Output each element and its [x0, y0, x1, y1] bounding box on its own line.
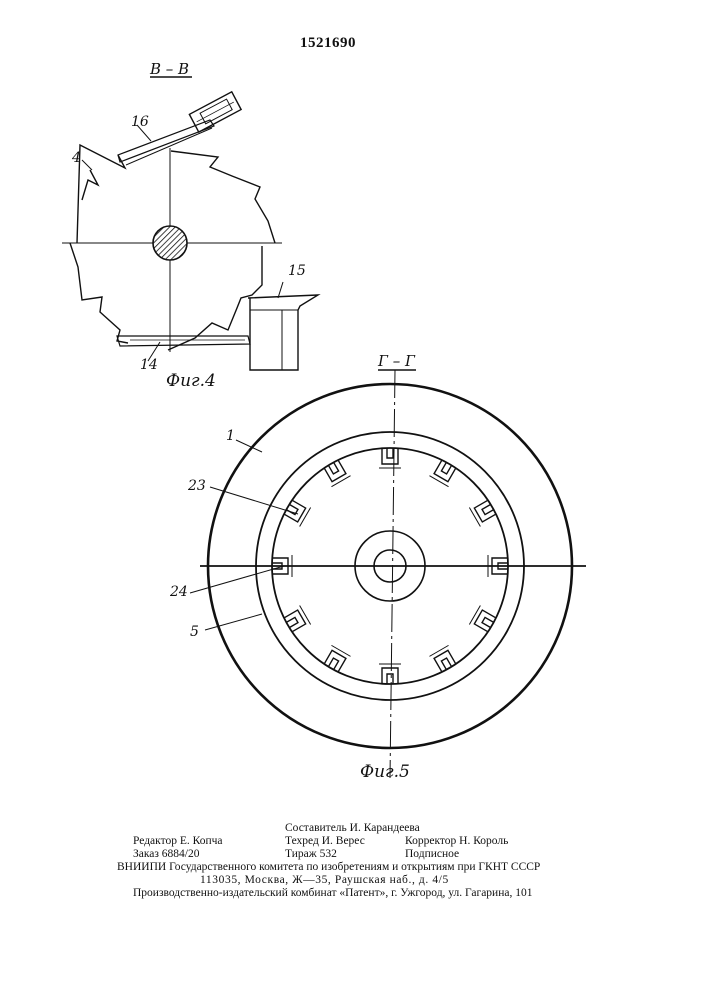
fig4-callout-4: 4 [72, 150, 81, 166]
fig4-block-15 [248, 295, 318, 370]
fig4-callout-14: 14 [140, 357, 158, 373]
fig4-blade-14 [117, 336, 250, 346]
patent-number: 1521690 [300, 35, 356, 52]
footer-address-line: 113035, Москва, Ж—35, Раушская наб., д. … [200, 874, 449, 887]
fig5-callout-23: 23 [188, 478, 206, 494]
footer-publisher-line: Производственно-издательский комбинат «П… [133, 887, 532, 900]
fig5-clip [282, 497, 310, 526]
fig5-clip [321, 458, 350, 486]
fig4-rotor-lower-outline [70, 243, 128, 343]
fig4-rotor-upper-right [171, 151, 275, 243]
fig5-section-label: Г – Г [378, 352, 415, 370]
footer-org-line: ВНИИПИ Государственного комитета по изоб… [117, 861, 540, 874]
fig5-clip [321, 645, 350, 673]
fig4-section-label: В – В [150, 60, 189, 78]
fig5-caption: Фиг.5 [360, 762, 410, 782]
fig4-leader-4 [82, 160, 92, 170]
fig4-drawing [62, 77, 318, 370]
fig5-callout-5: 5 [190, 624, 199, 640]
footer-order: Заказ 6884/20 [133, 848, 200, 861]
fig5-leader-23 [210, 487, 298, 514]
fig5-clip [469, 497, 497, 526]
fig4-callout-16: 16 [131, 114, 149, 130]
fig4-rotor-left-teeth [82, 170, 98, 200]
fig5-clip [429, 458, 458, 486]
fig5-callout-24: 24 [170, 584, 188, 600]
fig5-clip [469, 605, 497, 634]
fig4-shaft [153, 226, 187, 260]
footer-editor: Редактор Е. Копча [133, 835, 223, 848]
fig5-clip [379, 664, 401, 684]
fig5-clip [429, 645, 458, 673]
footer-subscription: Подписное [405, 848, 459, 861]
fig4-callout-15: 15 [288, 263, 306, 279]
fig4-caption: Фиг.4 [166, 371, 216, 391]
fig5-callout-1: 1 [226, 428, 235, 444]
fig5-drawing [190, 370, 586, 778]
fig5-clip [379, 448, 401, 468]
footer-corrector: Корректор Н. Король [405, 835, 508, 848]
fig5-leader-5 [205, 614, 262, 630]
fig4-leader-15 [278, 282, 283, 298]
footer-circulation: Тираж 532 [285, 848, 337, 861]
fig4-bolt-holder [189, 92, 241, 132]
footer-compiler: Составитель И. Карандеева [285, 822, 420, 835]
fig5-leader-24 [190, 566, 284, 593]
footer-tech-editor: Техред И. Верес [285, 835, 365, 848]
fig5-clip [282, 605, 310, 634]
fig4-rotor-lower-right [168, 246, 262, 350]
